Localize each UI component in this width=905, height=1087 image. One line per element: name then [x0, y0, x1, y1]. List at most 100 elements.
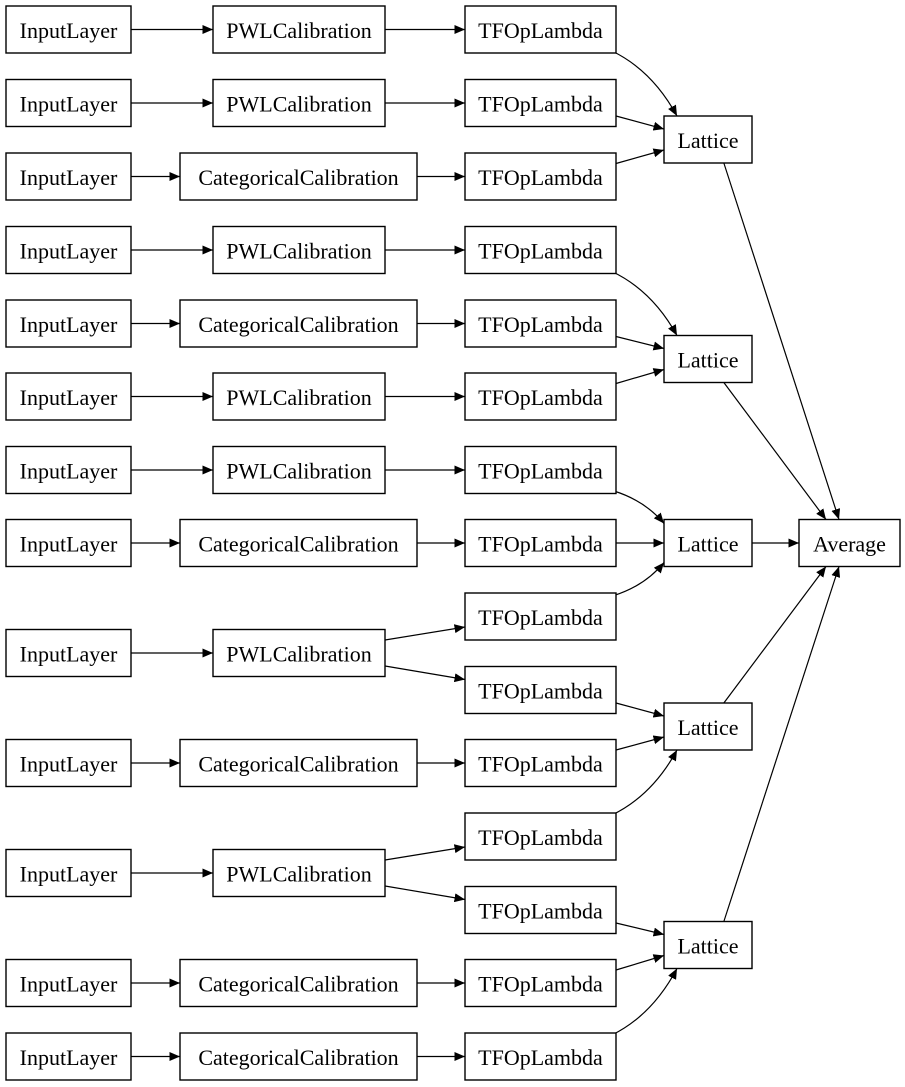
node-label: TFOpLambda: [478, 679, 603, 704]
node-box: [464, 5, 617, 54]
node-label: Lattice: [677, 532, 738, 557]
node-box: [464, 592, 617, 641]
node-box: [464, 885, 617, 935]
edge-lat1-avg: [723, 162, 841, 520]
edge-tf6-lat2: [615, 368, 665, 385]
node-box: [212, 848, 386, 898]
node-label: InputLayer: [20, 1045, 118, 1070]
node-cal6: PWLCalibration: [212, 372, 386, 421]
node-lat5: Lattice: [663, 920, 753, 970]
edges: [131, 25, 841, 1061]
node-label: PWLCalibration: [226, 239, 371, 264]
node-label: CategoricalCalibration: [198, 165, 398, 190]
node-tf14: TFOpLambda: [464, 958, 617, 1008]
node-label: PWLCalibration: [226, 862, 371, 887]
node-box: [663, 115, 753, 164]
node-box: [5, 372, 132, 421]
node-cal8: CategoricalCalibration: [179, 518, 418, 568]
node-box: [179, 738, 418, 788]
node-label: InputLayer: [20, 165, 118, 190]
node-in4: InputLayer: [5, 225, 132, 275]
edge-tf7-lat3: [613, 490, 665, 524]
node-label: TFOpLambda: [478, 972, 603, 997]
node-box: [663, 702, 753, 751]
node-label: Average: [813, 532, 886, 557]
node-label: PWLCalibration: [226, 18, 371, 43]
node-box: [464, 225, 617, 275]
node-cal3: CategoricalCalibration: [179, 152, 418, 201]
node-label: TFOpLambda: [478, 92, 603, 117]
node-box: [212, 445, 386, 495]
node-box: [5, 848, 132, 898]
node-in13: InputLayer: [5, 1032, 132, 1081]
edge-tf15-lat5: [611, 968, 678, 1036]
node-box: [212, 78, 386, 128]
node-label: InputLayer: [20, 862, 118, 887]
edge-cal11-tf13: [384, 885, 466, 903]
node-label: CategoricalCalibration: [198, 532, 398, 557]
node-tf4: TFOpLambda: [464, 225, 617, 275]
node-lat2: Lattice: [663, 334, 753, 384]
edge-tf3-lat1: [615, 148, 665, 165]
node-box: [5, 78, 132, 128]
node-box: [5, 5, 132, 54]
node-box: [5, 1032, 132, 1081]
node-box: [464, 152, 617, 201]
node-box: [663, 334, 753, 384]
edge-tf4-lat2: [611, 270, 678, 336]
node-label: CategoricalCalibration: [198, 312, 398, 337]
node-box: [663, 518, 753, 568]
node-tf13: TFOpLambda: [464, 885, 617, 935]
node-label: TFOpLambda: [478, 18, 603, 43]
node-box: [5, 738, 132, 788]
node-box: [5, 958, 132, 1008]
node-label: TFOpLambda: [478, 532, 603, 557]
node-cal5: CategoricalCalibration: [179, 299, 418, 348]
node-label: InputLayer: [20, 972, 118, 997]
node-label: CategoricalCalibration: [198, 1045, 398, 1070]
node-label: Lattice: [677, 715, 738, 740]
node-box: [212, 372, 386, 421]
node-in1: InputLayer: [5, 5, 132, 54]
node-label: InputLayer: [20, 385, 118, 410]
node-avg: Average: [798, 518, 901, 568]
node-tf10: TFOpLambda: [464, 665, 617, 715]
node-box: [5, 628, 132, 678]
node-box: [464, 445, 617, 495]
node-label: TFOpLambda: [478, 239, 603, 264]
node-label: InputLayer: [20, 532, 118, 557]
node-in7: InputLayer: [5, 445, 132, 495]
edge-tf1-lat1: [611, 50, 678, 117]
node-label: InputLayer: [20, 642, 118, 667]
edge-cal9-tf10: [384, 665, 466, 683]
node-in6: InputLayer: [5, 372, 132, 421]
node-tf12: TFOpLambda: [464, 812, 617, 861]
node-in2: InputLayer: [5, 78, 132, 128]
node-box: [212, 225, 386, 275]
node-label: TFOpLambda: [478, 899, 603, 924]
node-tf7: TFOpLambda: [464, 445, 617, 495]
node-label: TFOpLambda: [478, 752, 603, 777]
node-box: [464, 299, 617, 348]
edge-tf11-lat4: [615, 735, 665, 751]
node-label: TFOpLambda: [478, 459, 603, 484]
edge-tf10-lat4: [615, 702, 665, 718]
node-in8: InputLayer: [5, 518, 132, 568]
node-label: InputLayer: [20, 239, 118, 264]
node-label: PWLCalibration: [226, 385, 371, 410]
node-cal11: PWLCalibration: [212, 848, 386, 898]
node-box: [5, 225, 132, 275]
edge-cal11-tf12: [384, 844, 466, 861]
node-box: [5, 299, 132, 348]
node-tf8: TFOpLambda: [464, 518, 617, 568]
node-cal2: PWLCalibration: [212, 78, 386, 128]
node-label: InputLayer: [20, 312, 118, 337]
node-in9: InputLayer: [5, 628, 132, 678]
edge-tf12-lat4: [611, 749, 678, 816]
node-cal10: CategoricalCalibration: [179, 738, 418, 788]
node-label: PWLCalibration: [226, 92, 371, 117]
edge-cal9-tf9: [384, 624, 466, 641]
nodes: InputLayerInputLayerInputLayerInputLayer…: [5, 5, 901, 1081]
